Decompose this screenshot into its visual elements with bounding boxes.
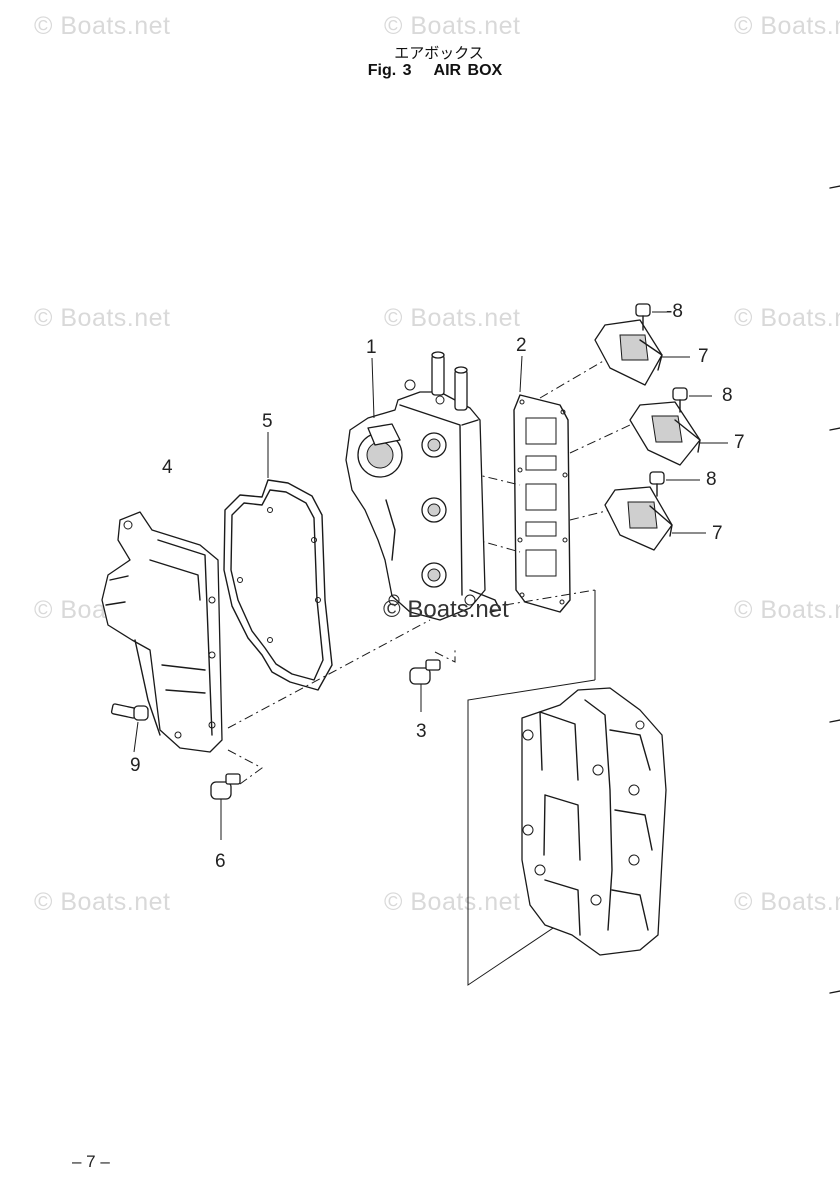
margin-marks xyxy=(829,185,840,994)
part-8-screw xyxy=(672,387,712,413)
callout-8: -8 xyxy=(666,301,683,322)
watermark: © Boats.net xyxy=(34,888,171,916)
callout-8: 8 xyxy=(722,385,733,406)
callout-7: 7 xyxy=(698,346,709,367)
page-number: – 7 – xyxy=(72,1152,110,1171)
part-1-air-box-body xyxy=(345,351,501,621)
part-8-screw xyxy=(649,471,700,497)
callout-2: 2 xyxy=(516,335,527,356)
watermark: © Boats.net xyxy=(384,888,521,916)
callout-9: 9 xyxy=(130,755,141,776)
part-2-gasket xyxy=(513,394,571,613)
part-8-screw xyxy=(635,303,668,331)
part-6-bolt xyxy=(210,773,241,840)
callout-6: 6 xyxy=(215,851,226,872)
callout-4: 4 xyxy=(162,457,173,478)
figure-title-english: AIR BOX xyxy=(433,62,503,79)
figure-title: Fig. 3 AIR BOX xyxy=(0,62,840,80)
figure-title-japanese: エアボックス xyxy=(394,44,484,62)
watermark: © Boats.net xyxy=(734,888,840,916)
watermark: © Boats.net xyxy=(734,12,840,40)
watermark: © Boats.net xyxy=(34,304,171,332)
part-3-bolt xyxy=(409,659,441,712)
part-7-reed-valve xyxy=(604,486,673,551)
watermark: © Boats.net xyxy=(384,12,521,40)
watermark: © Boats.net xyxy=(34,12,171,40)
watermark: © Boats.net xyxy=(734,304,840,332)
assembly-lines xyxy=(227,359,631,986)
watermark: © Boats.net xyxy=(734,596,840,624)
callout-8: 8 xyxy=(706,469,717,490)
part-5-gasket xyxy=(223,479,333,691)
leader-lines xyxy=(267,355,728,534)
callout-1: 1 xyxy=(366,337,377,358)
callout-3: 3 xyxy=(416,721,427,742)
crankcase-section xyxy=(521,687,667,956)
watermark: © Boats.net xyxy=(384,304,521,332)
callout-7: 7 xyxy=(734,432,745,453)
part-9-bolt xyxy=(110,703,149,753)
watermark-center: © Boats.net xyxy=(383,596,509,623)
part-4-air-box-cover xyxy=(101,511,223,753)
part-7-reed-valve xyxy=(594,319,663,386)
figure-number: Fig. 3 xyxy=(367,62,412,79)
callout-5: 5 xyxy=(262,411,273,432)
part-7-reed-valve xyxy=(629,401,701,466)
callout-7: 7 xyxy=(712,523,723,544)
